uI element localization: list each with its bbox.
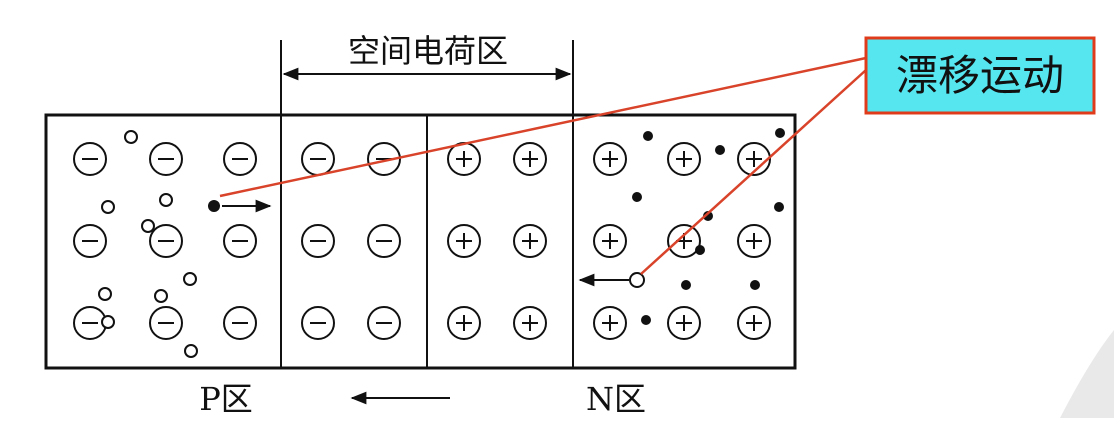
- depletion-left-ion-3: [301, 224, 335, 258]
- callout-box: [864, 36, 1096, 115]
- n-region-ion-7: [593, 306, 627, 340]
- electron-2: [775, 128, 785, 138]
- n-region-ion-1: [593, 142, 627, 176]
- electron-4: [703, 211, 713, 221]
- n-region-ion-9: [737, 306, 771, 340]
- p-region-ion-6: [223, 224, 257, 258]
- electron-6: [681, 280, 691, 290]
- ion-layer: [73, 142, 771, 340]
- depletion-dimension: 空间电荷区: [280, 32, 574, 117]
- p-region-ion-5: [149, 224, 183, 258]
- hole-2: [101, 200, 115, 214]
- electron-9: [715, 145, 725, 155]
- crystal-outline: [44, 113, 797, 370]
- depletion-right-ion-1: [447, 142, 481, 176]
- hole-7: [184, 344, 198, 358]
- depletion-right-ion-2: [513, 142, 547, 176]
- leader-line-n: [640, 69, 867, 275]
- drift-electron: [208, 199, 272, 213]
- hole-8: [101, 315, 115, 329]
- drift-hole: [578, 272, 645, 288]
- leader-line-p: [219, 56, 867, 198]
- p-region-ion-9: [223, 306, 257, 340]
- depletion-left-ion-6: [367, 306, 401, 340]
- p-region-ion-3: [223, 142, 257, 176]
- n-region-ion-3: [737, 142, 771, 176]
- depletion-left-ion-4: [367, 224, 401, 258]
- p-region-label: P区: [199, 380, 253, 418]
- p-region-ion-4: [73, 224, 107, 258]
- carrier-layer: [98, 128, 785, 358]
- crystal-box: [44, 113, 797, 370]
- hole-5: [98, 287, 112, 301]
- depletion-left-ion-2: [367, 142, 401, 176]
- depletion-right-ion-5: [447, 306, 481, 340]
- drift-hole-circle: [629, 272, 645, 288]
- depletion-left-ion-1: [301, 142, 335, 176]
- p-region-ion-2: [149, 142, 183, 176]
- depletion-right-ion-3: [447, 224, 481, 258]
- hole-4: [183, 272, 197, 286]
- n-region-ion-6: [737, 224, 771, 258]
- n-region-ion-4: [593, 224, 627, 258]
- electron-8: [641, 315, 651, 325]
- callout-label: 漂移运动: [896, 51, 1064, 100]
- electron-5: [774, 202, 784, 212]
- p-region-ion-8: [149, 306, 183, 340]
- depletion-left-ion-5: [301, 306, 335, 340]
- electron-10: [695, 245, 705, 255]
- n-region-label: N区: [586, 380, 646, 418]
- p-region-ion-1: [73, 142, 107, 176]
- depletion-right-ion-6: [513, 306, 547, 340]
- n-region-ion-2: [667, 142, 701, 176]
- drift-callout: 漂移运动: [864, 36, 1096, 115]
- hole-1: [124, 130, 138, 144]
- depletion-right-ion-4: [513, 224, 547, 258]
- corner-decoration: [1060, 330, 1114, 418]
- electron-7: [750, 280, 760, 290]
- hole-6: [154, 289, 168, 303]
- hole-9: [141, 219, 155, 233]
- hole-3: [159, 193, 173, 207]
- n-region-ion-8: [667, 306, 701, 340]
- drift-electron-dot: [208, 200, 220, 212]
- n-region-ion-5: [667, 224, 701, 258]
- depletion-label: 空间电荷区: [348, 32, 508, 70]
- electron-1: [643, 131, 653, 141]
- electron-3: [632, 192, 642, 202]
